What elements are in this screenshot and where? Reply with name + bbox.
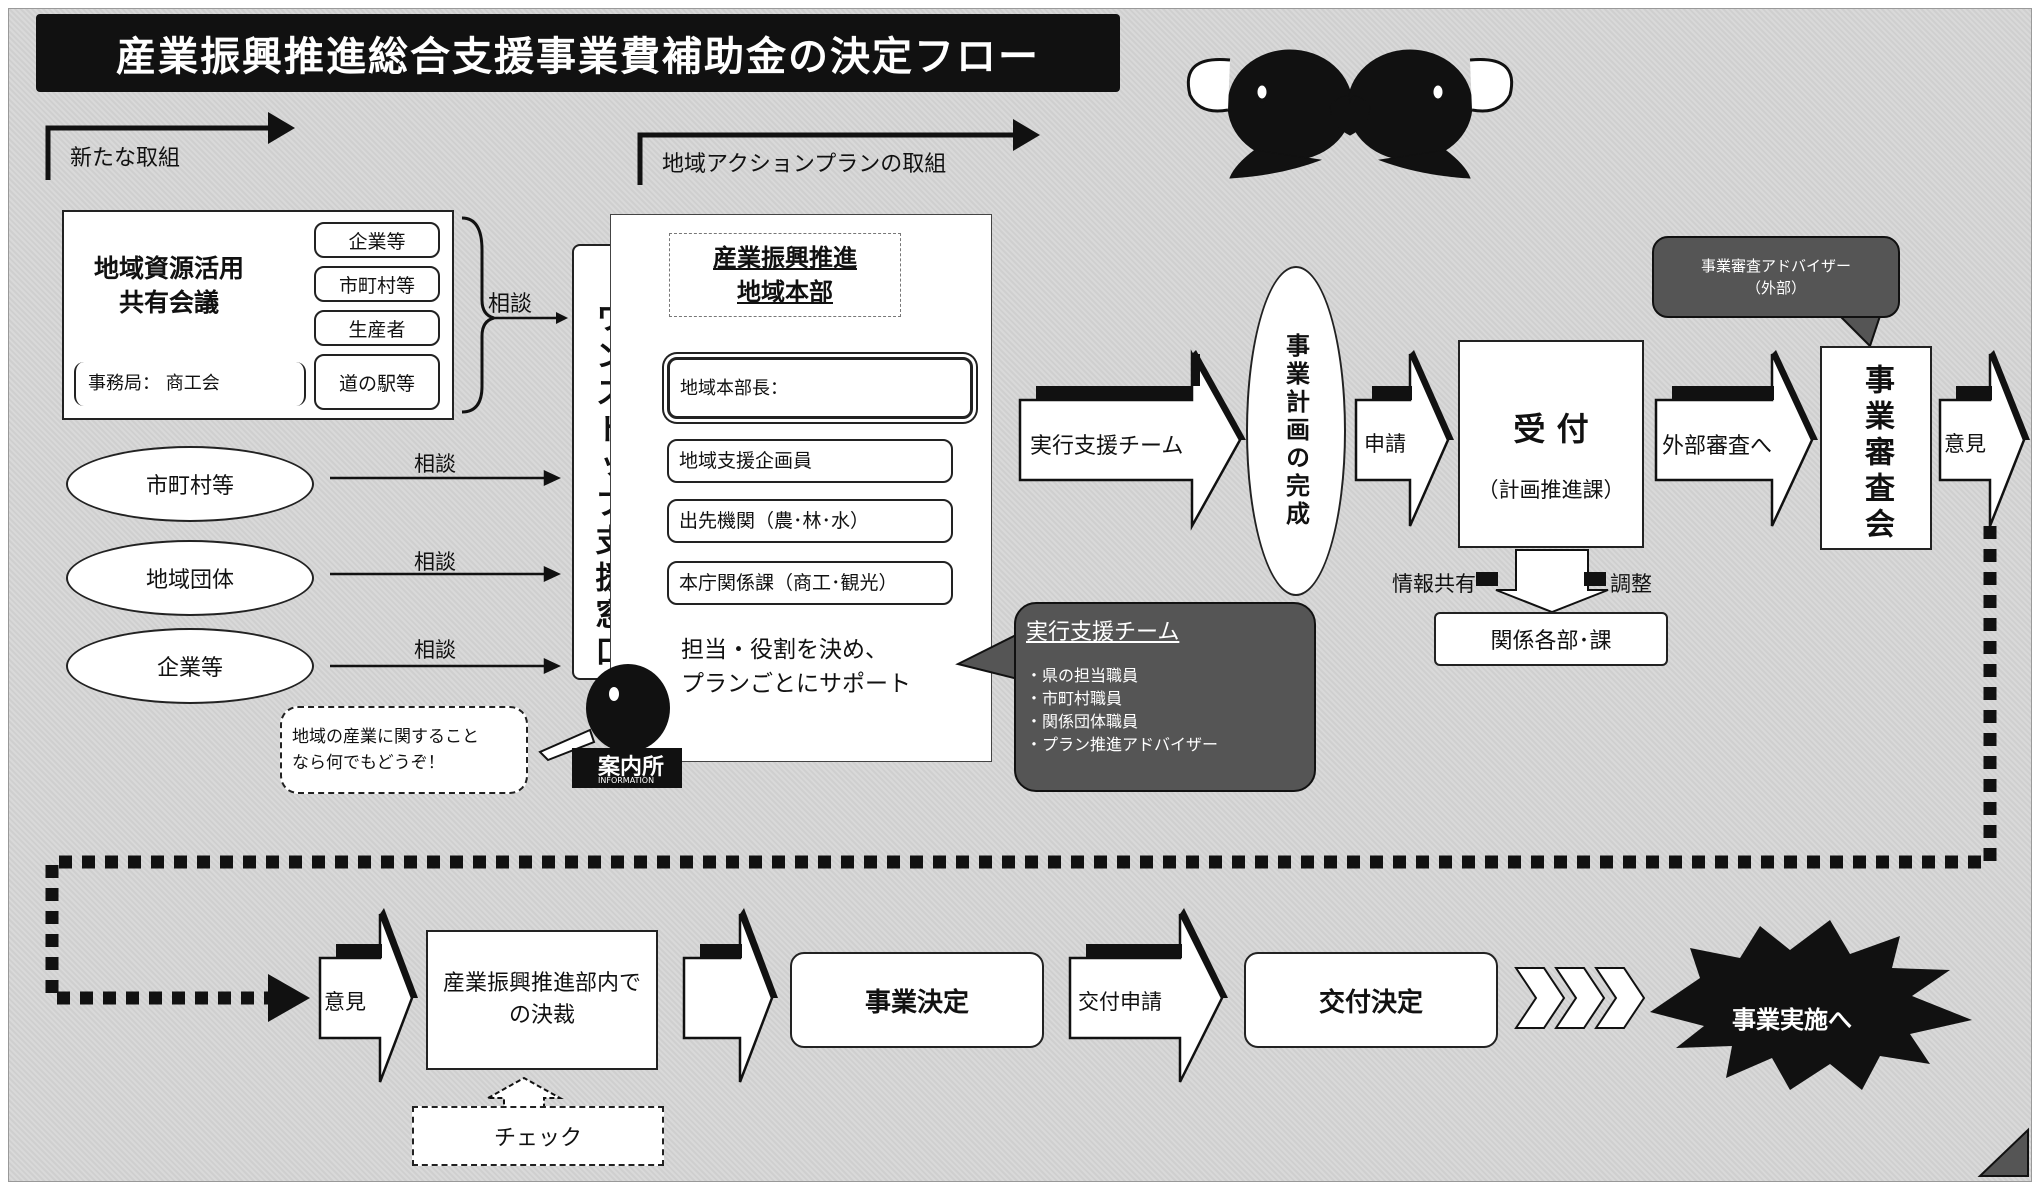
- reception-sublabel: （計画推進課）: [1477, 478, 1625, 502]
- hq-note-line2: プランごとにサポート: [681, 671, 911, 697]
- plan-complete-label: 事業計画の完成: [1281, 333, 1310, 529]
- check-label: チェック: [493, 1126, 582, 1151]
- team-callout-item: ・県の担当職員: [1026, 666, 1139, 685]
- team-arrow-label: 実行支援チーム: [1030, 434, 1184, 459]
- council-member: 道の駅等: [314, 354, 440, 410]
- council-member: 企業等: [314, 222, 440, 258]
- ellipse-label: 市町村等: [145, 474, 234, 499]
- internal-decision-box: 産業振興推進部内での決裁: [426, 930, 658, 1070]
- ellipse-companies: 企業等: [66, 628, 314, 704]
- council-secretariat: 事務局： 商工会: [74, 362, 306, 406]
- speech-line2: なら何でもどうぞ！: [292, 753, 445, 773]
- ellipse-regional-group: 地域団体: [66, 540, 314, 616]
- speech-line1: 地域の産業に関すること: [292, 727, 479, 747]
- advisor-callout: 事業審査アドバイザー （外部）: [1652, 236, 1900, 318]
- apply-label: 申請: [1364, 432, 1406, 456]
- grant-application-label: 交付申請: [1078, 990, 1162, 1014]
- council-name: 地域資源活用 共有会議: [84, 252, 254, 320]
- review-board-box: 事業審査会: [1820, 346, 1932, 550]
- team-callout-title: 実行支援チーム: [1026, 620, 1180, 645]
- related-depts-label: 関係各部･課: [1490, 629, 1612, 654]
- advisor-line2: （外部）: [1745, 279, 1806, 297]
- hq-title: 産業振興推進 地域本部: [669, 233, 901, 317]
- consult-label: 相談: [414, 638, 456, 662]
- advisor-line1: 事業審査アドバイザー: [1700, 257, 1851, 275]
- internal-decision-label: 産業振興推進部内での決裁: [442, 971, 641, 1028]
- hq-note: 担当・役割を決め、 プランごとにサポート: [681, 633, 911, 701]
- council-name-line2: 共有会議: [118, 288, 219, 317]
- new-initiative-label: 新たな取組: [70, 146, 181, 171]
- team-callout: 実行支援チーム ・県の担当職員 ・市町村職員 ・関係団体職員 ・プラン推進アドバ…: [1014, 602, 1316, 792]
- related-depts-box: 関係各部･課: [1434, 612, 1668, 666]
- team-callout-item: ・関係団体職員: [1026, 712, 1139, 731]
- council-consult-label: 相談: [488, 292, 533, 317]
- council-name-line1: 地域資源活用: [93, 254, 244, 283]
- council-member: 生産者: [314, 310, 440, 346]
- project-decision-label: 事業決定: [864, 987, 969, 1018]
- hq-member: 出先機関（農･林･水）: [667, 499, 953, 543]
- hq-member-chief: 地域本部長：: [667, 357, 973, 419]
- ellipse-label: 企業等: [156, 656, 223, 681]
- external-review-label: 外部審査へ: [1662, 434, 1773, 459]
- page-title: 産業振興推進総合支援事業費補助金の決定フロー: [116, 34, 1040, 80]
- opinion-bottom-label: 意見: [324, 990, 366, 1014]
- implementation-label: 事業実施へ: [1732, 1006, 1852, 1034]
- team-callout-item: ・プラン推進アドバイザー: [1026, 735, 1219, 754]
- hq-box: 産業振興推進 地域本部 地域本部長： 地域支援企画員 出先機関（農･林･水） 本…: [610, 214, 992, 762]
- council-member: 市町村等: [314, 266, 440, 302]
- council-box: 地域資源活用 共有会議 事務局： 商工会 企業等 市町村等 生産者 道の駅等: [62, 210, 454, 420]
- adjust-label: 調整: [1610, 572, 1652, 596]
- project-decision-box: 事業決定: [790, 952, 1044, 1048]
- grant-decision-label: 交付決定: [1318, 987, 1423, 1018]
- check-box: チェック: [412, 1106, 664, 1166]
- info-sublabel: INFORMATION: [598, 776, 655, 785]
- hq-member: 本庁関係課（商工･観光）: [667, 561, 953, 605]
- team-callout-item: ・市町村職員: [1026, 689, 1123, 708]
- grant-decision-box: 交付決定: [1244, 952, 1498, 1048]
- hq-note-line1: 担当・役割を決め、: [681, 637, 888, 663]
- opinion-top-label: 意見: [1944, 432, 1986, 456]
- regional-action-label: 地域アクションプランの取組: [662, 152, 947, 177]
- info-share-label: 情報共有: [1392, 572, 1476, 596]
- reception-box: 受 付 （計画推進課）: [1458, 340, 1644, 548]
- ellipse-municipality: 市町村等: [66, 446, 314, 522]
- reception-label: 受 付: [1513, 410, 1589, 448]
- hq-title-line1: 産業振興推進: [713, 244, 857, 272]
- plan-complete-ellipse: 事業計画の完成: [1246, 266, 1346, 596]
- speech-bubble-left: 地域の産業に関すること なら何でもどうぞ！: [280, 706, 528, 794]
- hq-title-line2: 地域本部: [737, 278, 833, 306]
- hq-member: 地域支援企画員: [667, 439, 953, 483]
- title-banner: 産業振興推進総合支援事業費補助金の決定フロー: [36, 14, 1120, 92]
- consult-label: 相談: [414, 452, 456, 476]
- review-board-label: 事業審査会: [1859, 364, 1894, 544]
- ellipse-label: 地域団体: [145, 568, 234, 593]
- consult-label: 相談: [414, 550, 456, 574]
